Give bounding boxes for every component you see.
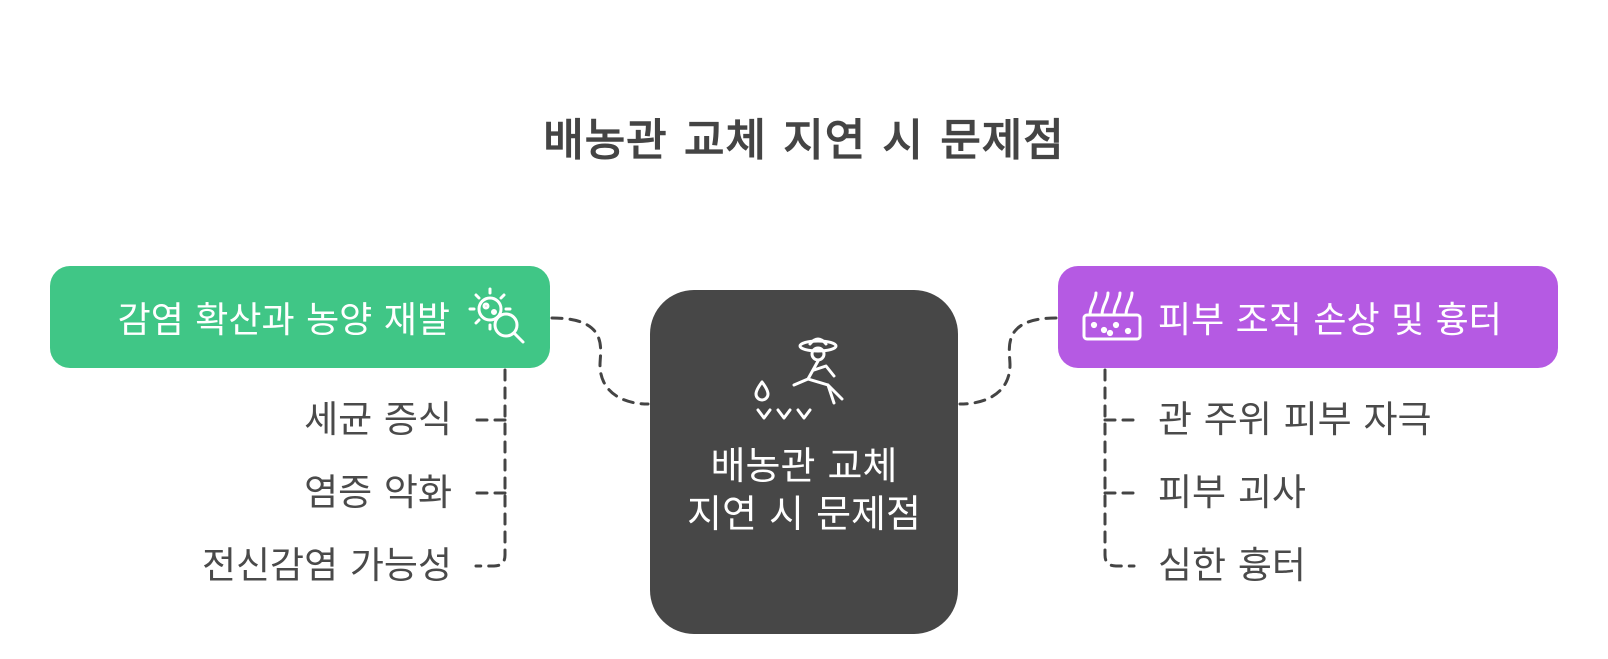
connector-left-to-center — [550, 316, 650, 406]
bacteria-magnifier-icon — [466, 285, 530, 349]
left-item-2: 염증 악화 — [304, 471, 452, 514]
right-item-3: 심한 흉터 — [1158, 544, 1306, 587]
center-node-label: 배농관 교체 지연 시 문제점 — [687, 444, 921, 536]
diagram-title: 배농관 교체 지연 시 문제점 — [543, 115, 1065, 166]
farmer-icon — [752, 334, 856, 434]
connector-right-to-center — [958, 316, 1058, 406]
right-item-1: 관 주위 피부 자극 — [1158, 398, 1432, 441]
branch-skin-damage: 피부 조직 손상 및 흉터 — [1058, 266, 1558, 368]
branch-skin-damage-label: 피부 조직 손상 및 흉터 — [1158, 300, 1502, 341]
connector-right-stem — [1103, 368, 1136, 568]
branch-infection: 감염 확산과 농양 재발 — [50, 266, 550, 368]
center-node: 배농관 교체 지연 시 문제점 — [650, 290, 958, 634]
left-item-3: 전신감염 가능성 — [201, 544, 452, 587]
left-item-1: 세균 증식 — [304, 398, 452, 441]
connector-left-stem — [474, 368, 507, 568]
branch-infection-label: 감염 확산과 농양 재발 — [117, 300, 450, 341]
skin-layer-icon — [1080, 285, 1144, 349]
right-item-2: 피부 괴사 — [1158, 471, 1306, 514]
